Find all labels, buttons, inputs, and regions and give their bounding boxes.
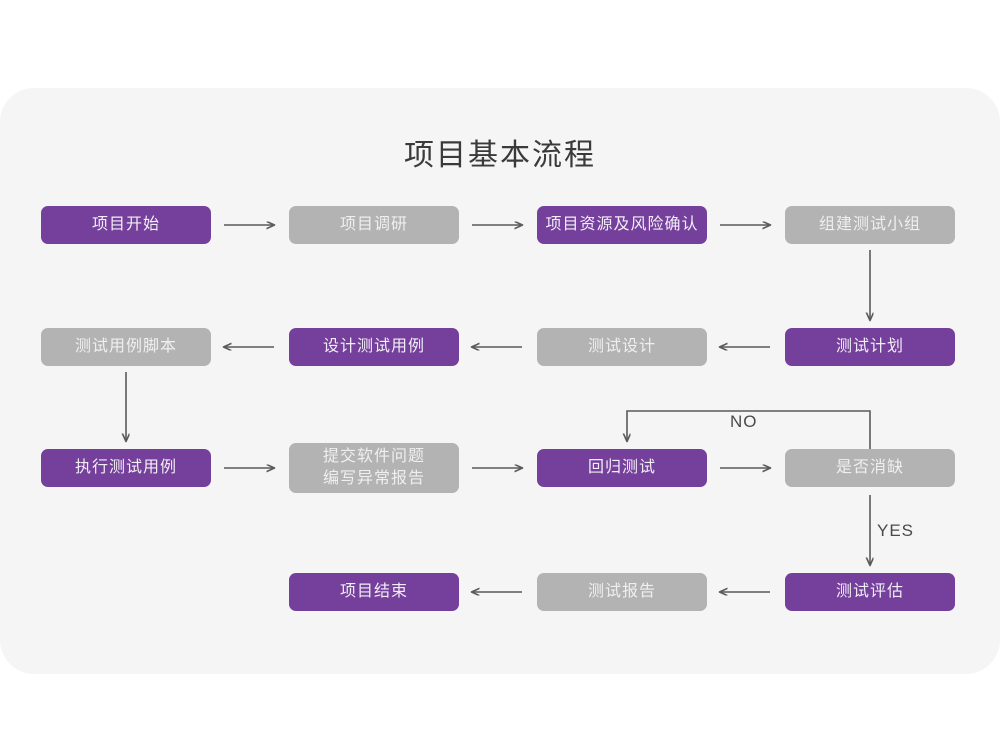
node-project-end[interactable]: 项目结束 (289, 573, 459, 611)
node-test-case-script[interactable]: 测试用例脚本 (41, 328, 211, 366)
edge-label-no: NO (730, 412, 758, 431)
node-form-test-team[interactable]: 组建测试小组 (785, 206, 955, 244)
node-resource-risk-confirm[interactable]: 项目资源及风险确认 (537, 206, 707, 244)
edge-label-yes: YES (877, 521, 915, 540)
node-regression-test[interactable]: 回归测试 (537, 449, 707, 487)
node-test-design[interactable]: 测试设计 (537, 328, 707, 366)
node-test-report[interactable]: 测试报告 (537, 573, 707, 611)
node-design-test-case[interactable]: 设计测试用例 (289, 328, 459, 366)
node-test-evaluation[interactable]: 测试评估 (785, 573, 955, 611)
node-test-plan[interactable]: 测试计划 (785, 328, 955, 366)
page-title: 项目基本流程 (404, 139, 596, 172)
node-project-start[interactable]: 项目开始 (41, 206, 211, 244)
node-execute-test-case[interactable]: 执行测试用例 (41, 449, 211, 487)
node-defect-cleared[interactable]: 是否消缺 (785, 449, 955, 487)
node-submit-defect-report[interactable]: 提交软件问题 编写异常报告 (289, 443, 459, 493)
node-project-research[interactable]: 项目调研 (289, 206, 459, 244)
